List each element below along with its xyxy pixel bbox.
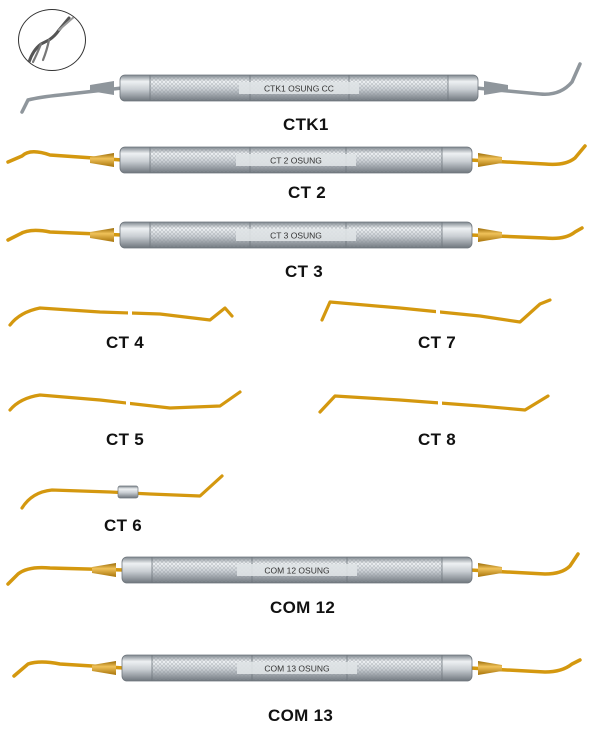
tip-left	[12, 660, 126, 678]
label-ctk1: CTK1	[283, 115, 329, 134]
instrument-ct5	[8, 390, 242, 412]
tip-right	[468, 144, 587, 167]
label-ct3: CT 3	[285, 262, 324, 281]
instrument-ct3: CT 3 OSUNG	[6, 221, 584, 249]
engraving-text: CTK1 OSUNG CC	[264, 84, 334, 94]
engraving-plate	[236, 229, 356, 241]
tip-left	[6, 150, 124, 164]
instrument-ct4	[8, 306, 234, 327]
instrument-ctk1: CTK1 OSUNG CC	[20, 62, 582, 114]
center-joint	[438, 396, 442, 408]
shaft	[320, 298, 552, 324]
collar-right	[478, 661, 502, 675]
center-joint	[128, 306, 132, 318]
label-com12: COM 12	[270, 598, 336, 617]
center-ring	[117, 485, 139, 499]
tip-right	[468, 658, 582, 674]
label-ct6: CT 6	[104, 516, 143, 535]
engraving-plate	[237, 564, 357, 576]
tip-left	[20, 86, 124, 114]
tip-left	[6, 565, 126, 586]
collar-left	[92, 661, 116, 675]
label-ct5: CT 5	[106, 430, 145, 449]
collar-right	[478, 228, 502, 242]
tip-left	[6, 228, 124, 242]
engraving-plate	[239, 82, 359, 94]
instrument-ct2: CT 2 OSUNG	[6, 144, 587, 174]
label-ct8: CT 8	[418, 430, 457, 449]
tip-right	[468, 226, 584, 241]
instrument-com12: COM 12 OSUNG	[6, 552, 580, 586]
closeup-drawing	[27, 15, 76, 64]
label-ct4: CT 4	[106, 333, 145, 352]
tip-right	[468, 552, 580, 576]
engraving-plate	[236, 154, 356, 166]
center-joint	[436, 306, 440, 318]
label-ct7: CT 7	[418, 333, 457, 352]
instrument-tip-closeup-icon	[18, 9, 86, 71]
engraving-text: COM 13 OSUNG	[264, 664, 329, 674]
collar-right	[484, 81, 508, 95]
engraving-plate	[237, 662, 357, 674]
shaft	[8, 390, 242, 412]
collar-left	[90, 228, 114, 242]
instrument-com13: COM 13 OSUNG	[12, 654, 582, 682]
instrument-ct6	[20, 474, 224, 510]
collar-left	[92, 563, 116, 577]
tip-right	[474, 62, 582, 96]
shaft	[318, 394, 550, 414]
engraving-text: CT 3 OSUNG	[270, 231, 322, 241]
collar-right	[478, 153, 502, 167]
engraving-text: CT 2 OSUNG	[270, 156, 322, 166]
collar-left	[90, 81, 114, 95]
instrument-ct7	[320, 298, 552, 324]
label-com13: COM 13	[268, 706, 334, 725]
engraving-text: COM 12 OSUNG	[264, 566, 329, 576]
center-joint	[126, 396, 130, 408]
collar-left	[90, 153, 114, 167]
shaft	[8, 306, 234, 327]
collar-right	[478, 563, 502, 577]
label-ct2: CT 2	[288, 183, 327, 202]
instrument-ct8	[318, 394, 550, 414]
